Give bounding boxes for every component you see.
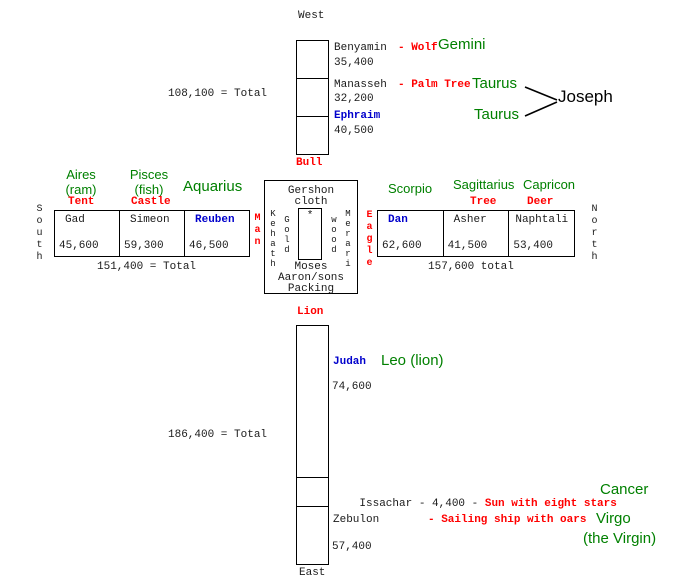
east-total: 186,400 = Total [168,429,268,441]
castle-emblem-label: Castle [131,196,171,208]
west-standard-segment [297,117,328,154]
reuben-count: 46,500 [189,239,229,252]
merari-label: Merari [343,209,353,269]
west-standard-box [296,40,329,155]
tent-emblem-label: Tent [68,196,95,208]
judah-count: 74,600 [332,381,372,393]
aires-line2: (ram) [65,182,97,197]
north-camp-table: Dan 62,600 Asher 41,500 Naphtali 53,400 [377,210,575,257]
zebulon-name: Zebulon [333,514,380,526]
kehath-label: Kehath [268,209,278,269]
capricon-zodiac-label: Capricon [523,177,576,192]
manasseh-count: 32,200 [334,93,374,105]
east-standard-segment [297,507,328,564]
east-standard-box [296,325,329,565]
gershon-cloth-label: cloth [294,196,328,208]
benyamin-count: 35,400 [334,57,374,69]
aires-zodiac-label: Aires (ram) [52,167,110,197]
kehath-items-label: Gold [282,215,292,255]
gemini-zodiac-label: Gemini [438,36,486,53]
reuben-name: Reuben [195,214,235,226]
simeon-count: 59,300 [124,239,164,252]
issachar-name-count: Issachar - 4,400 - [359,498,479,511]
south-label: South [34,204,45,264]
ephraim-name: Ephraim [334,110,381,122]
ark-symbol: * [306,210,314,222]
asher-count: 41,500 [447,239,488,252]
judah-name: Judah [333,356,367,368]
tribe-cell-reuben: Reuben 46,500 [185,211,249,256]
taurus-zodiac-label-1: Taurus [472,75,518,92]
virgo-zodiac-label-line2: (the Virgin) [583,530,657,547]
scorpio-zodiac-label: Scorpio [388,181,433,196]
naphtali-count: 53,400 [513,239,553,252]
tribe-cell-simeon: Simeon 59,300 [120,211,185,256]
east-label: East [299,567,326,579]
lion-symbol-label: Lion [297,306,324,318]
aires-line1: Aires [66,167,96,182]
zebulon-count: 57,400 [332,541,372,553]
pisces-line2: (fish) [134,182,164,197]
south-total: 151,400 = Total [97,261,197,273]
tribe-cell-dan: Dan 62,600 [378,211,444,256]
zebulon-emblem: - Sailing ship with oars [428,514,587,526]
ark-box: * [298,208,322,260]
joseph-label: Joseph [558,87,613,106]
cancer-zodiac-label: Cancer [600,481,649,498]
packing-label: Packing [287,283,335,295]
ephraim-count: 40,500 [334,125,374,137]
north-label: North [589,204,600,264]
leo-zodiac-label: Leo (lion) [381,352,444,369]
tribe-cell-gad: Gad 45,600 [55,211,120,256]
sagittarius-zodiac-label: Sagittarius [453,177,515,192]
west-standard-segment [297,41,328,79]
aquarius-zodiac-label: Aquarius [183,178,243,195]
merari-items-label: wood [329,215,339,255]
south-camp-table: Gad 45,600 Simeon 59,300 Reuben 46,500 [54,210,250,257]
pisces-zodiac-label: Pisces (fish) [118,167,180,197]
tribe-cell-asher: Asher 41,500 [444,211,510,256]
virgo-zodiac-label-line1: Virgo [596,510,631,527]
benyamin-name: Benyamin [334,42,387,54]
deer-emblem-label: Deer [527,196,554,208]
north-total: 157,600 total [428,261,514,273]
tabernacle-box: Gershon cloth Kehath Gold * wood Merari … [264,180,358,295]
manasseh-emblem: - Palm Tree [398,79,471,91]
east-standard-segment [297,326,328,478]
moses-label: Moses [294,261,328,273]
gershon-label: Gershon [287,185,335,197]
dan-count: 62,600 [382,239,422,252]
benyamin-emblem: - Wolf [398,42,438,54]
bull-symbol-label: Bull [296,157,323,169]
issachar-line: Issachar - 4,400 - Sun with eight stars [333,485,617,525]
manasseh-name: Manasseh [334,79,387,91]
west-label: West [298,10,325,22]
man-symbol-label: Man [252,213,263,249]
asher-name: Asher [453,214,487,226]
tree-emblem-label: Tree [470,196,497,208]
pisces-line1: Pisces [129,167,169,182]
eagle-symbol-label: Eagle [364,210,375,270]
simeon-name: Simeon [130,214,170,226]
joseph-bracket-lines [524,86,558,117]
gad-name: Gad [65,214,85,226]
aaron-sons-label: Aaron/sons [277,272,344,284]
taurus-zodiac-label-2: Taurus [474,106,520,123]
naphtali-name: Naphtali [515,214,569,226]
issachar-emblem: Sun with eight stars [484,498,617,511]
gad-count: 45,600 [59,239,99,252]
dan-name: Dan [388,214,408,226]
west-standard-segment [297,79,328,117]
tribe-cell-naphtali: Naphtali 53,400 [509,211,574,256]
east-standard-segment [297,478,328,507]
west-total: 108,100 = Total [168,88,268,100]
